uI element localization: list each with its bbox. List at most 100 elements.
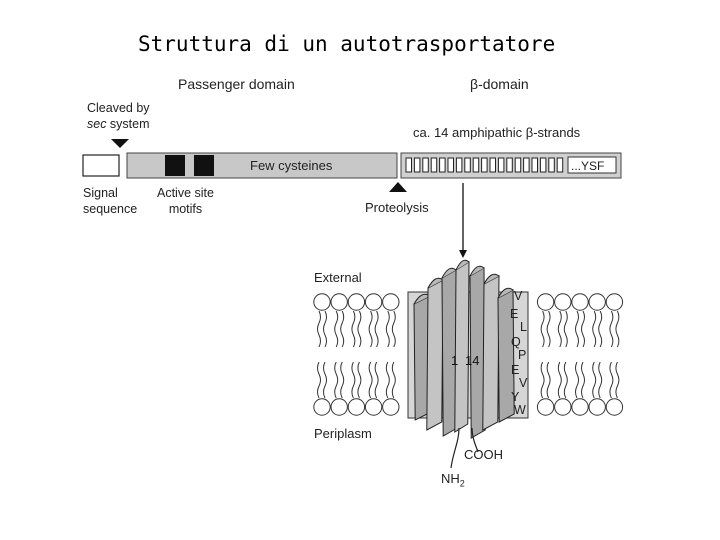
lipid-head bbox=[330, 293, 348, 311]
ysf-box bbox=[567, 156, 617, 174]
lipid-head bbox=[382, 293, 400, 311]
barrel-loop bbox=[469, 265, 485, 277]
lipid-tail bbox=[615, 310, 620, 348]
strand-first-number: 1 bbox=[451, 353, 458, 368]
residue-letter: V bbox=[514, 289, 523, 303]
beta-domain-text: -domain bbox=[478, 76, 529, 92]
lipid-tail bbox=[334, 310, 339, 348]
lipid-head bbox=[536, 398, 555, 416]
passenger-domain-label: Passenger domain bbox=[178, 76, 295, 92]
barrel-strand bbox=[454, 261, 470, 433]
few-cysteines-text: Few cysteines bbox=[250, 158, 333, 173]
lipid-tail bbox=[340, 361, 345, 399]
nh2-main: NH bbox=[441, 471, 460, 486]
strand-box bbox=[430, 157, 438, 173]
barrel-strand bbox=[426, 279, 444, 431]
cleavage-marker bbox=[111, 139, 129, 148]
page-title: Struttura di un autotrasportatore bbox=[138, 32, 556, 56]
lipid-tail bbox=[615, 361, 620, 399]
beta-barrel bbox=[413, 259, 515, 439]
active-site-motif-1 bbox=[165, 155, 185, 176]
lipid-tail bbox=[391, 310, 396, 348]
strand-box bbox=[531, 157, 538, 173]
strand-box bbox=[439, 157, 446, 173]
residue-letter: Q bbox=[511, 335, 521, 349]
lipid-tail bbox=[598, 361, 603, 399]
residue-letter: V bbox=[519, 376, 528, 390]
residue-letter: E bbox=[510, 307, 518, 321]
lipid-tail bbox=[323, 361, 327, 399]
lipid-tail bbox=[563, 310, 568, 348]
residue-letter: Y bbox=[511, 390, 520, 404]
strand-box bbox=[523, 157, 530, 173]
lipid-bilayer bbox=[313, 293, 624, 416]
lipid-head bbox=[588, 293, 606, 311]
signal-sequence-label: Signal sequence bbox=[83, 185, 137, 217]
lipid-head bbox=[364, 398, 383, 416]
lipid-tail bbox=[385, 361, 390, 399]
periplasm-label: Periplasm bbox=[314, 426, 372, 441]
lipid-tail bbox=[357, 361, 362, 399]
lipid-tail bbox=[368, 361, 373, 399]
lipid-tail bbox=[334, 361, 339, 399]
cooh-tail bbox=[471, 427, 479, 453]
lipid-tail bbox=[592, 310, 597, 348]
strand-box bbox=[556, 157, 564, 173]
lipid-head bbox=[554, 293, 572, 311]
lipid-head bbox=[605, 398, 624, 416]
lipid-tail bbox=[557, 310, 562, 348]
lipid-head bbox=[364, 293, 383, 311]
lipid-tail bbox=[323, 310, 327, 348]
residue-letter: P bbox=[518, 348, 526, 362]
strand-box bbox=[455, 157, 463, 173]
strand-box bbox=[405, 157, 412, 173]
strands-label: ca. 14 amphipathic β-strands bbox=[413, 125, 580, 140]
signal-sequence-box bbox=[82, 154, 120, 177]
strand-box bbox=[422, 157, 429, 173]
cleaved-system: system bbox=[106, 117, 150, 131]
lipid-tail bbox=[368, 310, 373, 348]
barrel-loop bbox=[455, 259, 470, 271]
lipid-tail bbox=[351, 310, 356, 348]
lipid-tail bbox=[581, 361, 585, 399]
lipid-head bbox=[571, 293, 589, 311]
lipid-tail bbox=[575, 310, 579, 348]
strand-box bbox=[413, 157, 421, 173]
strand-box bbox=[548, 157, 555, 173]
barrel-loop bbox=[441, 267, 457, 279]
lipid-head bbox=[571, 398, 589, 416]
lipid-head bbox=[330, 398, 348, 416]
strand-box bbox=[464, 157, 471, 173]
barrel-strand bbox=[482, 275, 500, 431]
lipid-head bbox=[313, 398, 331, 416]
motifs-line1: Active site bbox=[157, 186, 214, 200]
lipid-tail bbox=[557, 361, 562, 399]
lipid-tail bbox=[374, 310, 379, 348]
proteolysis-label: Proteolysis bbox=[365, 200, 429, 215]
strands-prefix: ca. 14 amphipathic bbox=[413, 125, 526, 140]
lipid-tail bbox=[351, 361, 356, 399]
lipid-tail bbox=[374, 361, 379, 399]
barrel-loop bbox=[483, 273, 500, 285]
lipid-tail bbox=[317, 310, 321, 348]
strand-box bbox=[506, 157, 513, 173]
lipid-tail bbox=[609, 310, 614, 348]
beta-strand-boxes bbox=[405, 157, 564, 173]
lipid-tail bbox=[540, 310, 545, 348]
active-site-motif-2 bbox=[194, 155, 214, 176]
lipid-head bbox=[347, 398, 366, 416]
lipid-tail bbox=[609, 361, 614, 399]
proteolysis-marker bbox=[389, 182, 407, 192]
strand-box bbox=[472, 157, 480, 173]
lipid-tail bbox=[546, 310, 551, 348]
barrel-loop bbox=[497, 287, 514, 299]
strand-box bbox=[489, 157, 496, 173]
beta-symbol: β bbox=[470, 76, 479, 92]
lipid-head bbox=[554, 398, 572, 416]
strand-box bbox=[497, 157, 505, 173]
passenger-domain-text: Passenger domain bbox=[178, 76, 295, 92]
lipid-tail bbox=[540, 361, 545, 399]
strands-suffix: -strands bbox=[533, 125, 581, 140]
